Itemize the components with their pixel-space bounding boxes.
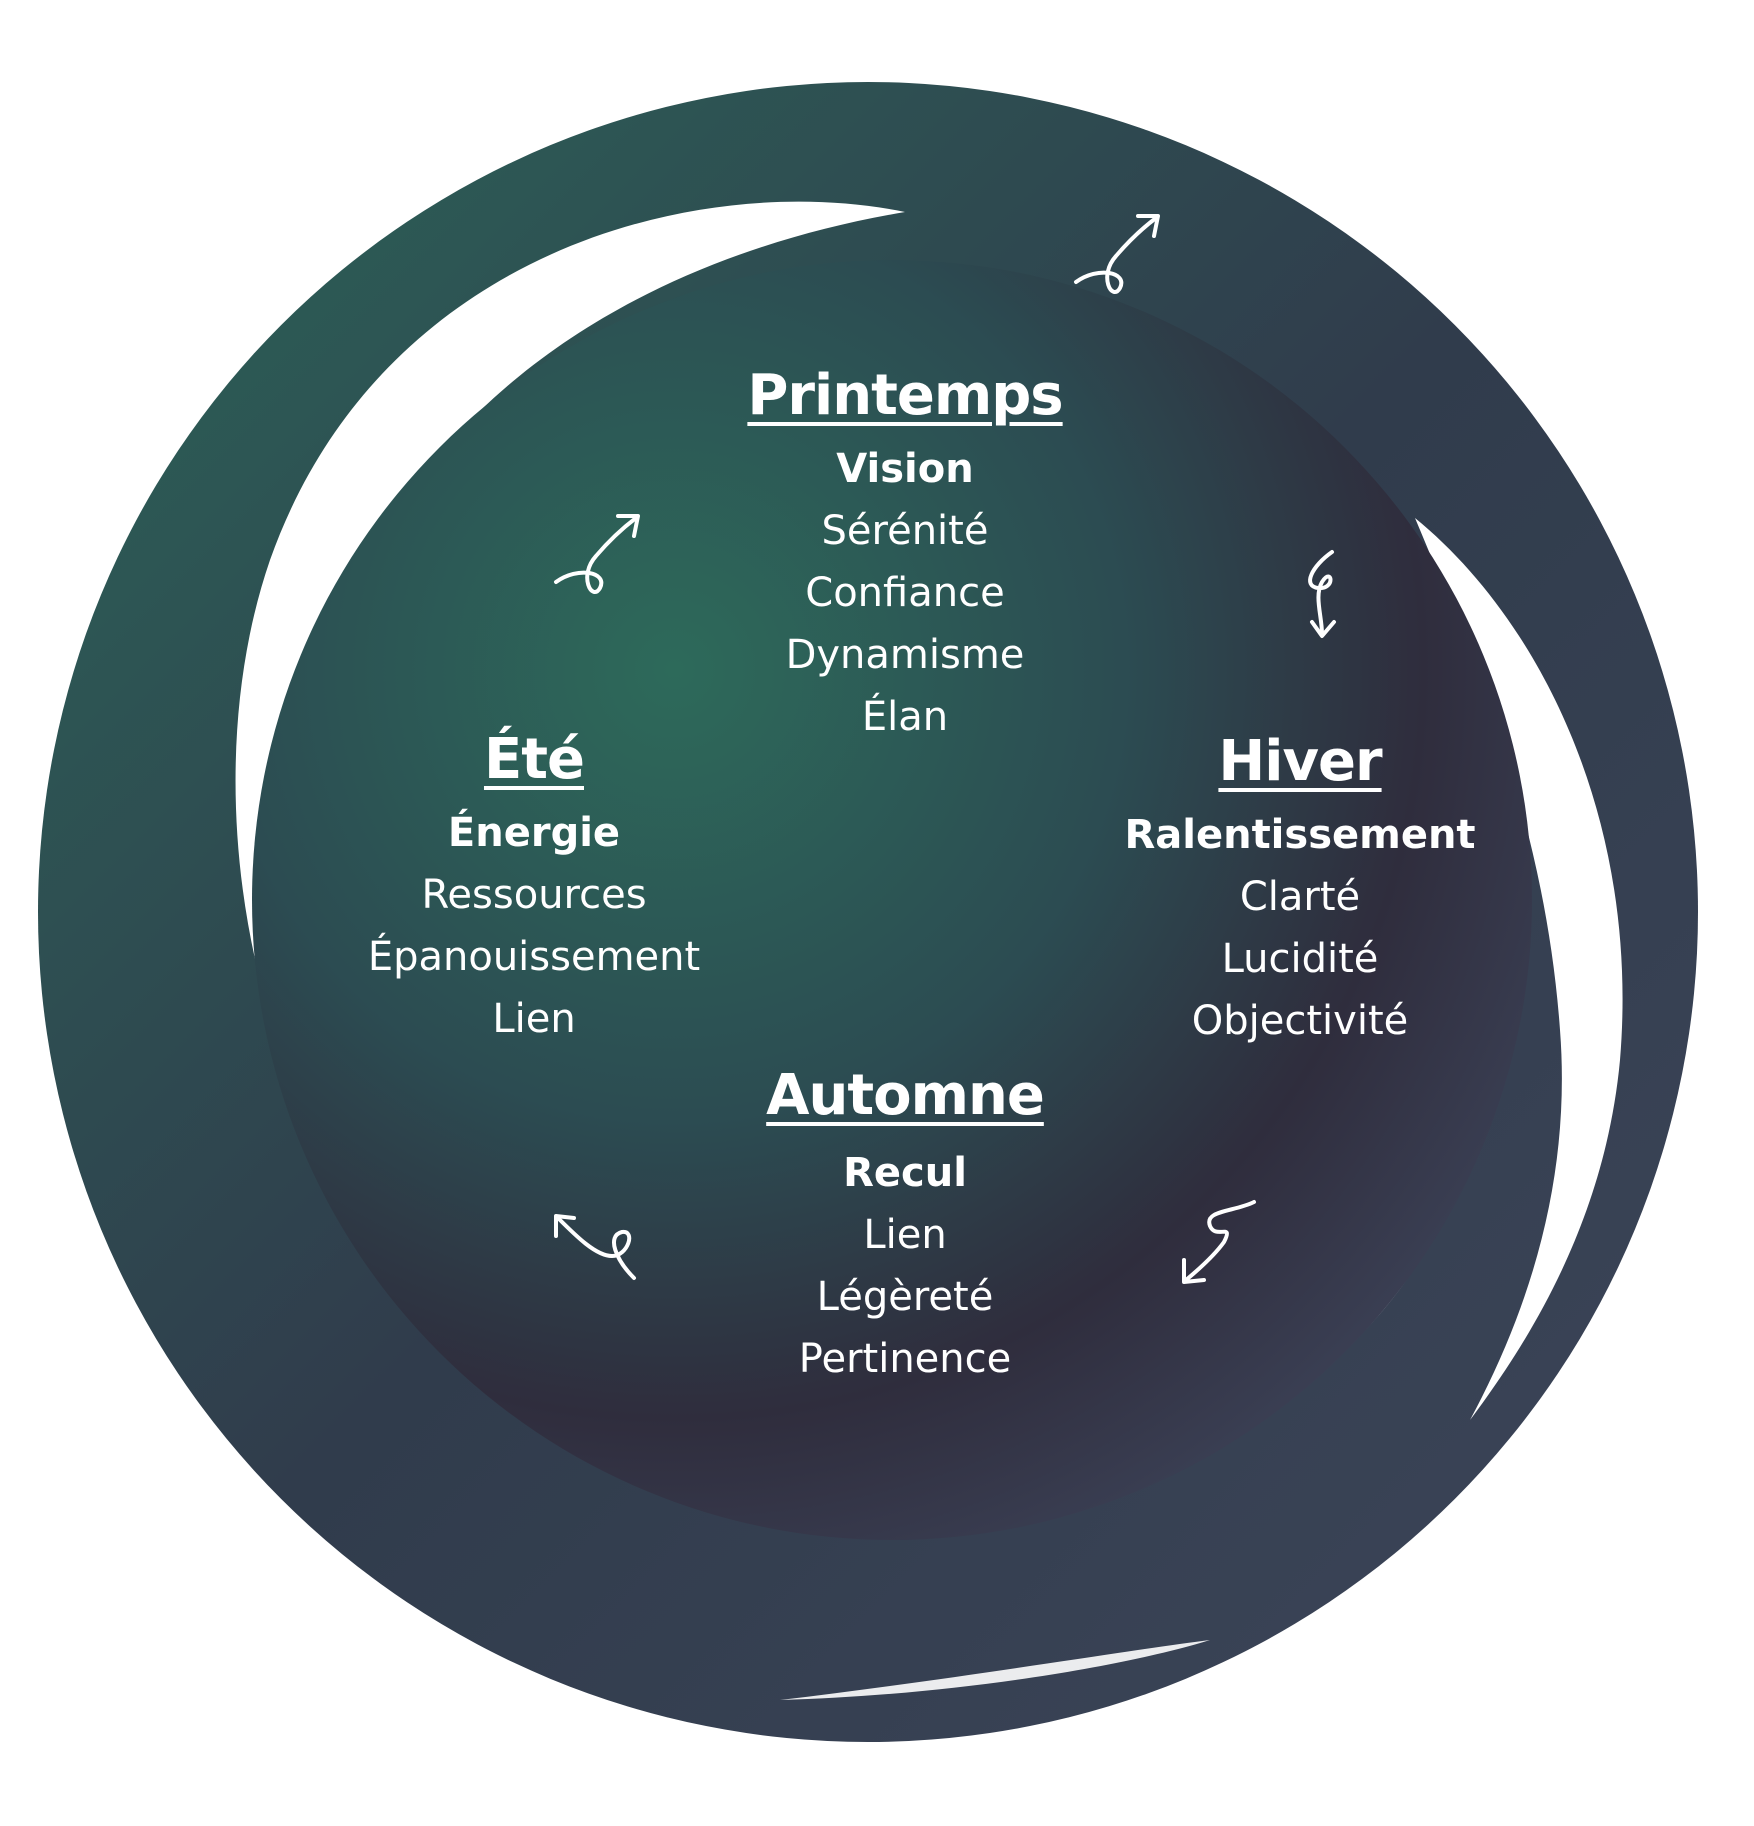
loop-arrow-icon [1182,1200,1256,1284]
season-word: Lien [863,1212,947,1258]
season-word: Ressources [421,872,647,918]
season-word: Objectivité [1191,998,1409,1044]
season-automne: Automne Recul Lien Légèreté Pertinence [665,1060,1145,1390]
season-title: Printemps [747,363,1063,428]
loop-arrow-icon [554,1214,636,1280]
loop-arrow-icon [1308,550,1336,638]
season-lead: Énergie [447,810,621,856]
season-word: Dynamisme [785,632,1025,678]
season-lead: Recul [843,1150,967,1196]
loop-arrow-icon [1074,214,1160,294]
white-swoosh-right [1415,518,1623,1420]
season-title: Automne [766,1063,1045,1128]
season-word: Pertinence [798,1336,1012,1382]
season-word: Confiance [805,570,1005,616]
season-ete: Été Énergie Ressources Épanouissement Li… [294,724,774,1050]
season-word: Légèreté [816,1274,994,1320]
loop-arrow-icon [554,514,640,594]
season-word: Épanouissement [367,934,701,980]
season-word: Clarté [1239,874,1361,920]
inner-disc [252,260,1532,1540]
season-word: Lien [492,996,576,1042]
season-word: Sérénité [821,508,989,554]
season-title: Été [483,727,585,792]
season-word: Élan [861,694,949,740]
season-printemps: Printemps Vision Sérénité Confiance Dyna… [665,360,1145,748]
season-lead: Ralentissement [1124,812,1476,858]
season-title: Hiver [1218,729,1382,794]
season-word: Lucidité [1221,936,1379,982]
season-hiver: Hiver Ralentissement Clarté Lucidité Obj… [1060,726,1540,1052]
season-lead: Vision [836,446,974,492]
white-swoosh-bottom [780,1640,1210,1700]
